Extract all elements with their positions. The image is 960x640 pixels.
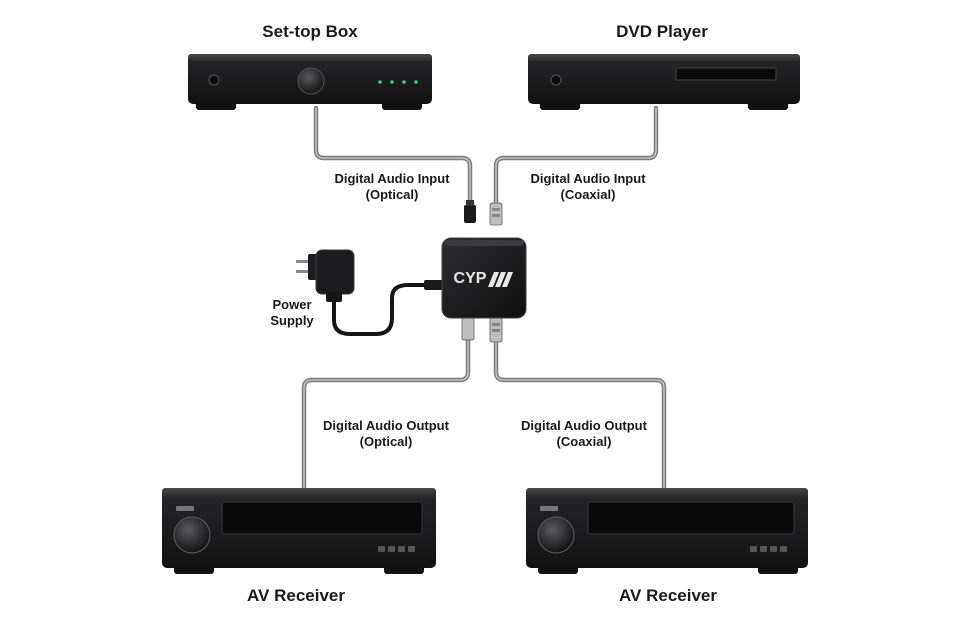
av-receiver-left-title: AV Receiver: [247, 586, 345, 605]
settop-box: [188, 54, 432, 110]
label-output-optical: Digital Audio Output (Optical): [323, 418, 449, 449]
hub-connectors: [424, 200, 503, 343]
cable-power: [332, 283, 442, 336]
settop-box-title: Set-top Box: [262, 22, 358, 41]
label-input-coaxial: Digital Audio Input (Coaxial): [530, 171, 646, 202]
volume-knob-icon: [537, 516, 575, 554]
cables: [301, 105, 667, 493]
dvd-player: [528, 54, 800, 110]
cable-optical-output: [301, 337, 471, 493]
disc-tray: [675, 67, 777, 81]
av-receiver-right: [526, 488, 808, 574]
hub-logo: CYP: [454, 270, 487, 287]
settop-knob-icon: [297, 67, 325, 95]
label-power-supply: Power Supply: [270, 297, 314, 328]
dvd-player-title: DVD Player: [616, 22, 708, 41]
hub-logo-stripes-icon: [488, 272, 513, 287]
cyp-hub: CYP: [441, 237, 527, 319]
av-receiver-left: [162, 488, 436, 574]
receiver-display: [587, 501, 795, 535]
volume-knob-icon: [173, 516, 211, 554]
label-output-coaxial: Digital Audio Output (Coaxial): [521, 418, 647, 449]
receiver-display: [221, 501, 423, 535]
cable-coaxial-output: [493, 337, 667, 493]
av-receiver-right-title: AV Receiver: [619, 586, 717, 605]
power-adapter: [296, 249, 355, 302]
label-input-optical: Digital Audio Input (Optical): [334, 171, 450, 202]
